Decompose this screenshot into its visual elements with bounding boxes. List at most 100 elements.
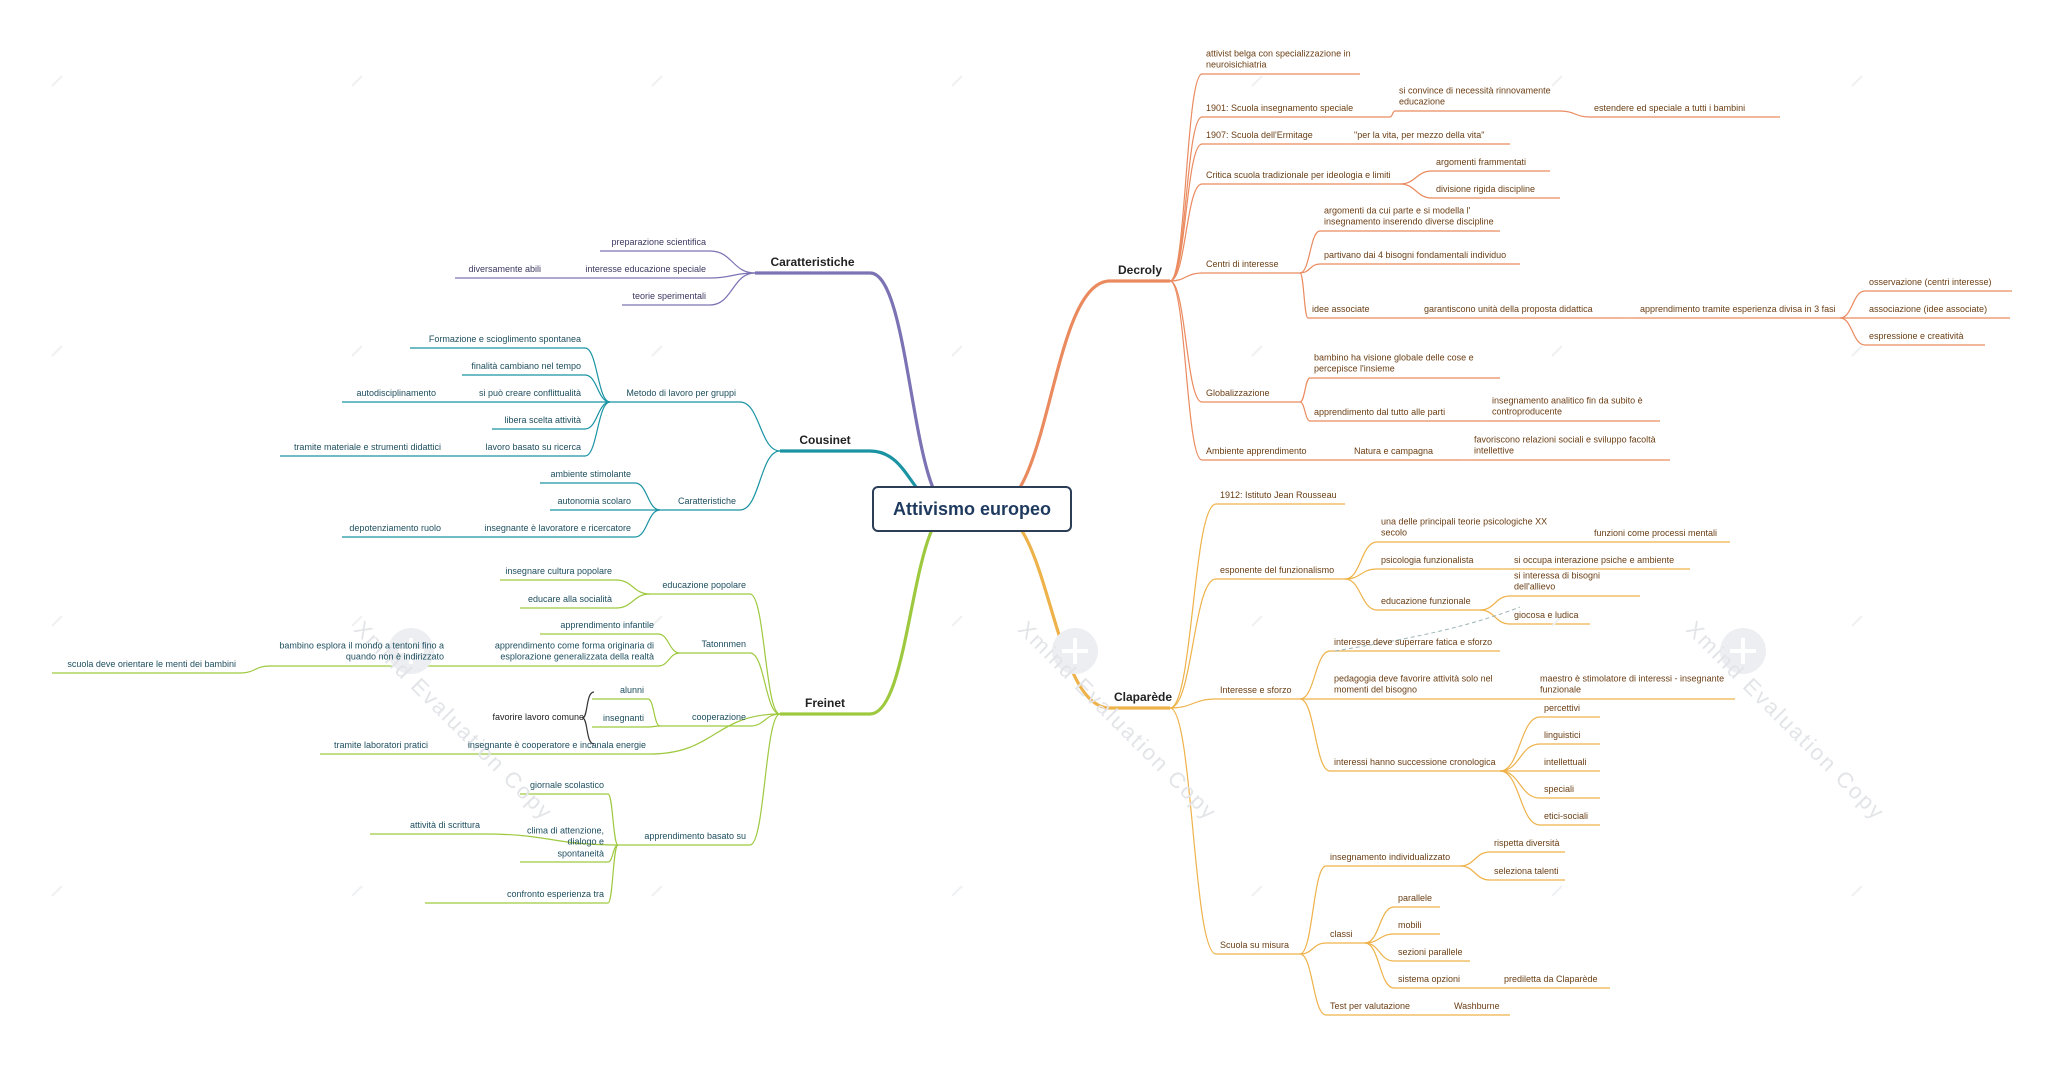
subtopic-interesse-deve-superrare-fatica-e-sforzo[interactable]: interesse deve superrare fatica e sforzo: [1334, 636, 1493, 647]
subtopic-attivit-di-scrittura[interactable]: attività di scrittura: [409, 819, 480, 830]
main-topic-caratteristiche[interactable]: Caratteristiche: [770, 255, 855, 269]
branch-connector: [1169, 183, 1203, 282]
subtopic-1901-scuola-insegnamento-speciale[interactable]: 1901: Scuola insegnamento speciale: [1206, 102, 1354, 113]
subtopic-tramite-laboratori-pratici[interactable]: tramite laboratori pratici: [333, 739, 428, 750]
subtopic-natura-e-campagna[interactable]: Natura e campagna: [1354, 445, 1434, 456]
subtopic-argomenti-da-cui-parte-e-si-modella-l-in[interactable]: argomenti da cui parte e si modella l' i…: [1324, 205, 1494, 227]
main-topic-clapar-de[interactable]: Claparède: [1114, 690, 1173, 704]
subtopic-una-delle-principali-teorie-psicologiche[interactable]: una delle principali teorie psicologiche…: [1381, 516, 1548, 538]
subtopic-maestro-stimolatore-di-interessi-insegna[interactable]: maestro è stimolatore di interessi - ins…: [1540, 673, 1725, 695]
subtopic-giocosa-e-ludica[interactable]: giocosa e ludica: [1514, 609, 1579, 620]
subtopic-tramite-materiale-e-strumenti-didattici[interactable]: tramite materiale e strumenti didattici: [293, 441, 441, 452]
subtopic-osservazione-centri-interesse-[interactable]: osservazione (centri interesse): [1869, 276, 1992, 287]
subtopic-depotenziamento-ruolo[interactable]: depotenziamento ruolo: [349, 522, 441, 533]
subtopic-formazione-e-scioglimento-spontanea[interactable]: Formazione e scioglimento spontanea: [428, 333, 581, 344]
subtopic-parallele[interactable]: parallele: [1398, 892, 1433, 903]
subtopic-educazione-popolare[interactable]: educazione popolare: [662, 579, 746, 590]
subtopic-ambiente-apprendimento[interactable]: Ambiente apprendimento: [1206, 445, 1307, 456]
subtopic-globalizzazione[interactable]: Globalizzazione: [1206, 387, 1270, 398]
subtopic-speciali[interactable]: speciali: [1544, 783, 1575, 794]
subtopic-tatonnmen[interactable]: Tatonnmen: [701, 638, 746, 649]
subtopic-insegnante-cooperatore-e-incanala-energi[interactable]: insegnante è cooperatore e incanala ener…: [467, 739, 646, 750]
subtopic-insegnamento-individualizzato[interactable]: insegnamento individualizzato: [1330, 851, 1451, 862]
subtopic-ambiente-stimolante[interactable]: ambiente stimolante: [550, 468, 631, 479]
cooperazione-summary[interactable]: favorire lavoro comune: [468, 691, 596, 745]
main-topic-cousinet[interactable]: Cousinet: [799, 433, 851, 447]
subtopic-interesse-educazione-speciale[interactable]: interesse educazione speciale: [585, 263, 706, 274]
subtopic-sezioni-parallele[interactable]: sezioni parallele: [1398, 946, 1463, 957]
subtopic-percettivi[interactable]: percettivi: [1544, 702, 1581, 713]
subtopic-test-per-valutazione[interactable]: Test per valutazione: [1330, 1000, 1411, 1011]
subtopic-prediletta-da-clapar-de[interactable]: prediletta da Claparède: [1504, 973, 1598, 984]
subtopic-insegnante-lavoratore-e-ricercatore[interactable]: insegnante è lavoratore e ricercatore: [484, 522, 631, 533]
subtopic-educazione-funzionale[interactable]: educazione funzionale: [1381, 595, 1471, 606]
subtopic-1912-istituto-jean-rousseau[interactable]: 1912: Istituto Jean Rousseau: [1220, 489, 1337, 500]
subtopic-attivist-belga-con-specializzazione-in-n[interactable]: attivist belga con specializzazione in n…: [1206, 48, 1351, 70]
subtopic-si-convince-di-necessit-rinnovamente-edu[interactable]: si convince di necessità rinnovamente ed…: [1399, 85, 1551, 107]
subtopic-apprendimento-come-forma-originaria-di-e[interactable]: apprendimento come forma originaria di e…: [494, 640, 654, 662]
subtopic-teorie-sperimentali[interactable]: teorie sperimentali: [632, 290, 706, 301]
subtopic-si-pu-creare-conflittualit-[interactable]: si può creare conflittualità: [478, 387, 581, 398]
subtopic-insegnamento-analitico-fin-da-subito-con[interactable]: insegnamento analitico fin da subito è c…: [1492, 395, 1643, 417]
subtopic--per-la-vita-per-mezzo-della-vita-[interactable]: "per la vita, per mezzo della vita": [1354, 129, 1485, 140]
subtopic-associazione-idee-associate-[interactable]: associazione (idee associate): [1869, 303, 1988, 314]
subtopic-funzioni-come-processi-mentali[interactable]: funzioni come processi mentali: [1594, 527, 1718, 538]
subtopic-apprendimento-infantile[interactable]: apprendimento infantile: [560, 619, 654, 630]
subtopic-centri-di-interesse[interactable]: Centri di interesse: [1206, 258, 1279, 269]
subtopic-interessi-hanno-successione-cronologica[interactable]: interessi hanno successione cronologica: [1334, 756, 1496, 767]
subtopic-partivano-dai-4-bisogni-fondamentali-ind[interactable]: partivano dai 4 bisogni fondamentali ind…: [1324, 249, 1507, 260]
subtopic-divisione-rigida-discipline[interactable]: divisione rigida discipline: [1436, 183, 1536, 194]
subtopic-scuola-deve-orientare-le-menti-dei-bambi[interactable]: scuola deve orientare le menti dei bambi…: [67, 658, 236, 669]
subtopic-washburne[interactable]: Washburne: [1454, 1000, 1500, 1011]
subtopic-alunni[interactable]: alunni: [619, 684, 644, 695]
subtopic-diversamente-abili[interactable]: diversamente abili: [468, 263, 541, 274]
central-topic[interactable]: Attivismo europeo: [872, 486, 1072, 532]
subtopic-etici-sociali[interactable]: etici-sociali: [1544, 810, 1589, 821]
subtopic-psicologia-funzionalista[interactable]: psicologia funzionalista: [1381, 554, 1474, 565]
subtopic-lavoro-basato-su-ricerca[interactable]: lavoro basato su ricerca: [485, 441, 581, 452]
subtopic-libera-scelta-attivit-[interactable]: libera scelta attività: [504, 414, 581, 425]
subtopic-interesse-e-sforzo[interactable]: Interesse e sforzo: [1220, 684, 1292, 695]
subtopic-autodisciplinamento[interactable]: autodisciplinamento: [356, 387, 436, 398]
subtopic-pedagogia-deve-favorire-attivit-solo-nel[interactable]: pedagogia deve favorire attività solo ne…: [1334, 673, 1493, 695]
subtopic-1907-scuola-dell-ermitage[interactable]: 1907: Scuola dell'Ermitage: [1206, 129, 1313, 140]
subtopic-preparazione-scientifica[interactable]: preparazione scientifica: [611, 236, 706, 247]
subtopic-insegnanti[interactable]: insegnanti: [602, 712, 644, 723]
subtopic-espressione-e-creativit-[interactable]: espressione e creatività: [1869, 330, 1964, 341]
subtopic-bambino-esplora-il-mondo-a-tentoni-fino-[interactable]: bambino esplora il mondo a tentoni fino …: [279, 640, 444, 662]
subtopic-autonomia-scolaro[interactable]: autonomia scolaro: [557, 495, 631, 506]
subtopic-educare-alla-socialit-[interactable]: educare alla socialità: [527, 593, 612, 604]
subtopic-scuola-su-misura[interactable]: Scuola su misura: [1220, 939, 1290, 950]
subtopic-argomenti-frammentati[interactable]: argomenti frammentati: [1436, 156, 1527, 167]
subtopic-seleziona-talenti[interactable]: seleziona talenti: [1494, 865, 1559, 876]
subtopic-cooperazione[interactable]: cooperazione: [691, 711, 746, 722]
subtopic-apprendimento-tramite-esperienza-divisa-[interactable]: apprendimento tramite esperienza divisa …: [1640, 303, 1836, 314]
subtopic-confronto-esperienza-tra[interactable]: confronto esperienza tra: [506, 888, 604, 899]
subtopic-metodo-di-lavoro-per-gruppi[interactable]: Metodo di lavoro per gruppi: [626, 387, 736, 398]
subtopic-sistema-opzioni[interactable]: sistema opzioni: [1398, 973, 1461, 984]
subtopic-bambino-ha-visione-globale-delle-cose-e-[interactable]: bambino ha visione globale delle cose e …: [1314, 352, 1474, 374]
subtopic-rispetta-diversit-[interactable]: rispetta diversità: [1494, 837, 1560, 848]
subtopic-si-occupa-interazione-psiche-e-ambiente[interactable]: si occupa interazione psiche e ambiente: [1514, 554, 1675, 565]
subtopic-intellettuali[interactable]: intellettuali: [1544, 756, 1587, 767]
main-topic-decroly[interactable]: Decroly: [1117, 263, 1163, 277]
subtopic-esponente-del-funzionalismo[interactable]: esponente del funzionalismo: [1220, 564, 1335, 575]
subtopic-favoriscono-relazioni-sociali-e-sviluppo[interactable]: favoriscono relazioni sociali e sviluppo…: [1474, 434, 1656, 456]
subtopic-clima-di-attenzione-dialogo-e-spontaneit[interactable]: clima di attenzione, dialogo e spontanei…: [526, 825, 604, 858]
subtopic-caratteristiche[interactable]: Caratteristiche: [677, 495, 736, 506]
subtopic-apprendimento-basato-su[interactable]: apprendimento basato su: [644, 830, 746, 841]
subtopic-insegnare-cultura-popolare[interactable]: insegnare cultura popolare: [505, 565, 612, 576]
subtopic-apprendimento-dal-tutto-alle-parti[interactable]: apprendimento dal tutto alle parti: [1314, 406, 1446, 417]
subtopic-giornale-scolastico[interactable]: giornale scolastico: [529, 779, 604, 790]
subtopic-garantiscono-unit-della-proposta-didatti[interactable]: garantiscono unità della proposta didatt…: [1424, 303, 1593, 314]
subtopic-estendere-ed-speciale-a-tutti-i-bambini[interactable]: estendere ed speciale a tutti i bambini: [1594, 102, 1746, 113]
subtopic-critica-scuola-tradizionale-per-ideologi[interactable]: Critica scuola tradizionale per ideologi…: [1206, 169, 1391, 180]
subtopic-linguistici[interactable]: linguistici: [1544, 729, 1581, 740]
subtopic-si-interessa-di-bisogni-dell-allievo[interactable]: si interessa di bisogni dell'allievo: [1514, 570, 1601, 592]
subtopic-idee-associate[interactable]: idee associate: [1312, 303, 1370, 314]
subtopic-finalit-cambiano-nel-tempo[interactable]: finalità cambiano nel tempo: [471, 360, 581, 371]
main-topic-freinet[interactable]: Freinet: [804, 696, 845, 710]
subtopic-classi[interactable]: classi: [1330, 928, 1353, 939]
subtopic-mobili[interactable]: mobili: [1398, 919, 1422, 930]
